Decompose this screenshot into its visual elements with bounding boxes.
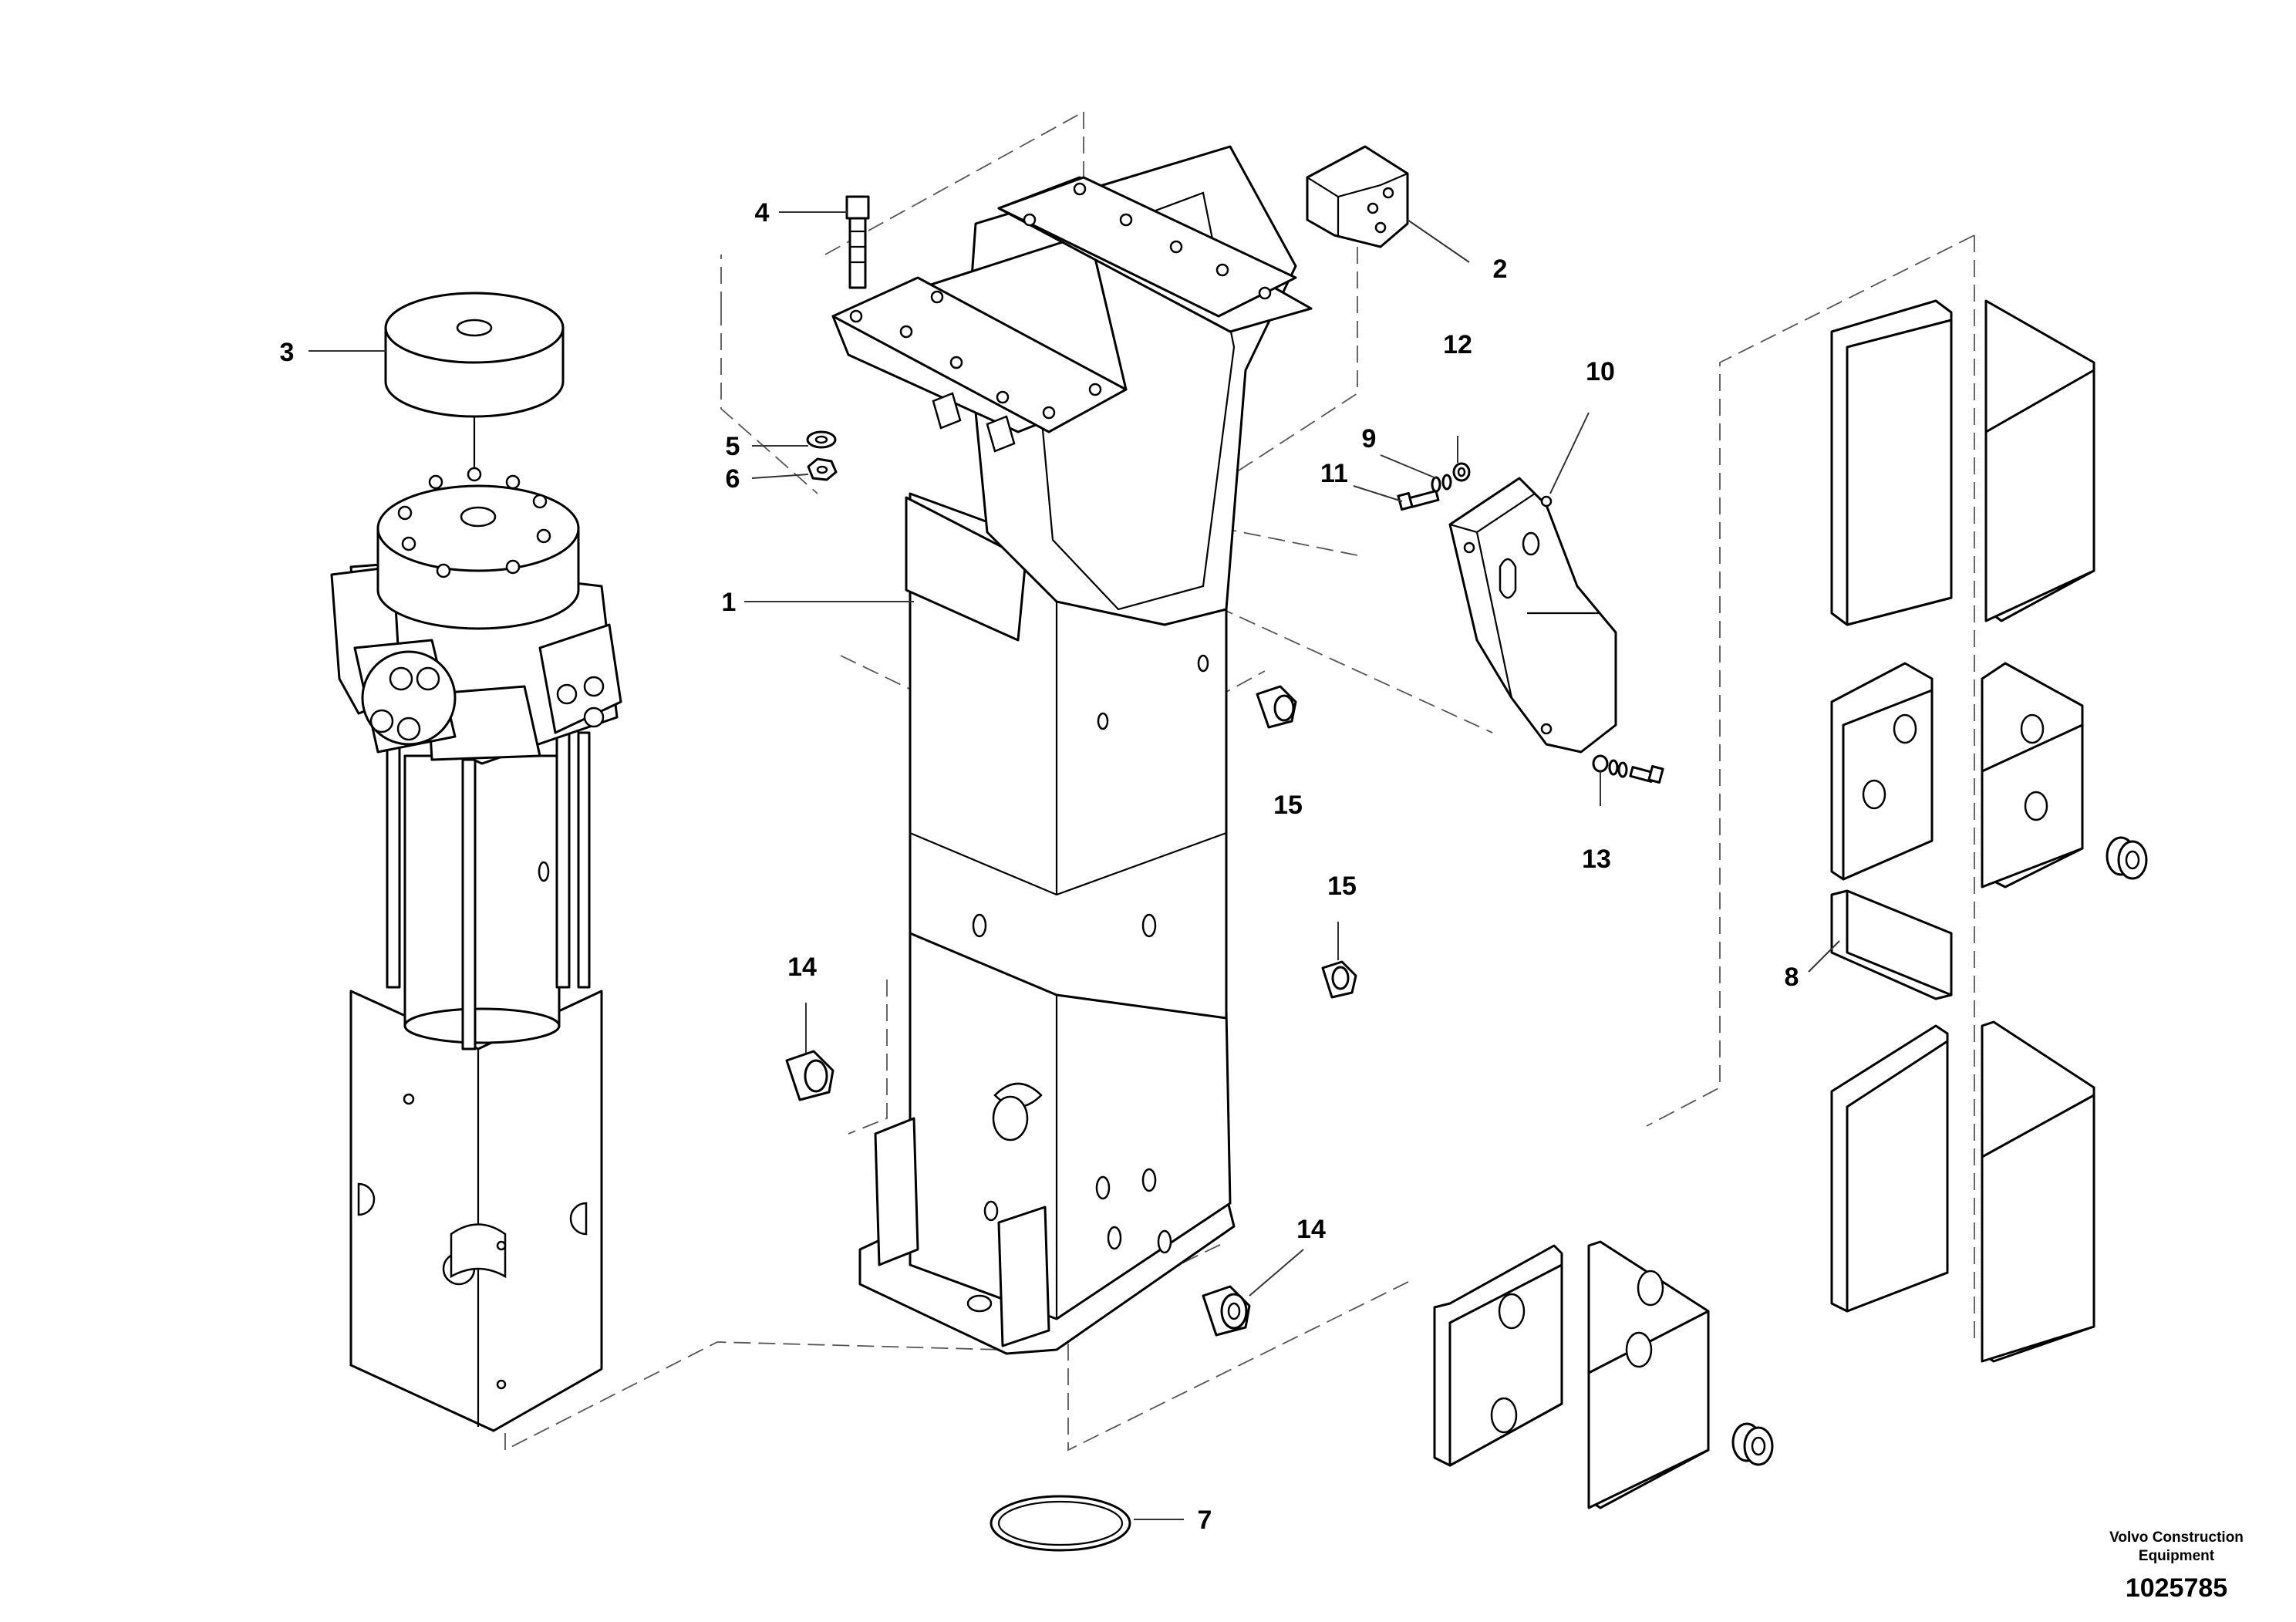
part-2-pad [1306, 145, 1409, 248]
wear-plate-set-top [1830, 299, 2095, 626]
callout-13: 13 [1582, 845, 1611, 874]
part-10-bracket [1448, 477, 1617, 754]
callout-3: 3 [280, 338, 295, 367]
part-14-plug-right [1202, 1285, 1251, 1337]
callout-14-right: 14 [1296, 1215, 1326, 1244]
brand-line-1: Volvo Construction [2109, 1529, 2244, 1546]
document-number: 1025785 [2126, 1573, 2227, 1603]
lower-set-plug [1731, 1422, 1774, 1466]
hammer-cylinder-assembly [330, 467, 622, 1432]
part-13-fasteners [1592, 754, 1664, 784]
callout-4: 4 [755, 198, 770, 228]
callout-15-upper: 15 [1273, 791, 1303, 820]
part-15-plug-lower [1321, 960, 1357, 999]
callout-2: 2 [1493, 255, 1508, 284]
middle-set-plug [2106, 836, 2148, 880]
callout-14-left: 14 [787, 953, 817, 982]
part-9-washers [1431, 474, 1452, 493]
part-1-housing [831, 145, 1409, 1355]
callout-10: 10 [1586, 357, 1615, 386]
callout-labels: 1 2 3 4 5 6 7 8 9 10 11 12 13 14 14 15 1… [280, 198, 1799, 1535]
footer-block: Volvo Construction Equipment 1025785 [2109, 1529, 2244, 1603]
part-6-nut [807, 457, 838, 481]
callout-15-lower: 15 [1327, 872, 1357, 901]
callout-1: 1 [722, 588, 737, 617]
wear-plate-set-middle [1830, 662, 2148, 889]
part-15-plug-upper [1256, 685, 1297, 729]
callout-8: 8 [1785, 963, 1799, 992]
callout-7: 7 [1198, 1506, 1212, 1535]
part-7-ring [990, 1495, 1131, 1552]
wear-plate-set-lower-center [1433, 1240, 1774, 1509]
part-5-washer [806, 430, 837, 449]
part-3-disc [384, 292, 565, 474]
leader-lines [308, 211, 1840, 1520]
wear-plate-set-bottom [1830, 1020, 2095, 1363]
brand-line-2: Equipment [2139, 1548, 2215, 1564]
part-12-washer [1452, 462, 1471, 482]
part-8-shim [1830, 889, 1953, 1000]
part-14-plug-left [785, 1050, 834, 1101]
callout-9: 9 [1362, 424, 1377, 454]
callout-6: 6 [726, 464, 740, 494]
callout-12: 12 [1443, 330, 1472, 359]
part-11-bolt [1397, 490, 1440, 511]
callout-11: 11 [1320, 459, 1348, 488]
part-4-bolt [845, 195, 870, 289]
callout-5: 5 [726, 432, 740, 461]
